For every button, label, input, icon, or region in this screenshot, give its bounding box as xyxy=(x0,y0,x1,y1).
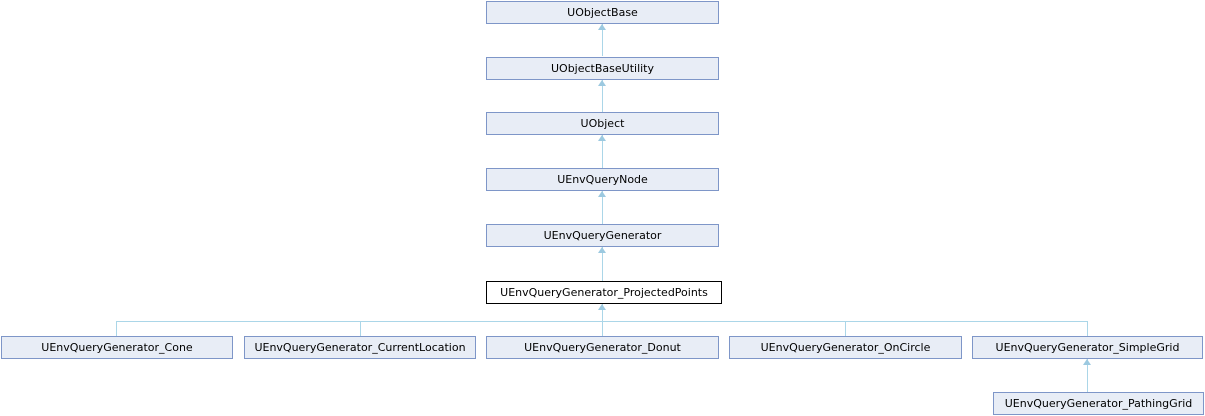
class-node-donut[interactable]: UEnvQueryGenerator_Donut xyxy=(486,336,719,359)
arrow-up-icon xyxy=(598,80,606,86)
class-node-projectedpoints-current: UEnvQueryGenerator_ProjectedPoints xyxy=(486,281,722,304)
arrow-up-icon xyxy=(598,191,606,197)
edge-drop-oncircle xyxy=(845,321,846,336)
edge-drop-currentlocation xyxy=(360,321,361,336)
class-node-oncircle[interactable]: UEnvQueryGenerator_OnCircle xyxy=(729,336,962,359)
edge-uobject-to-uobjectbaseutility xyxy=(602,80,603,112)
edge-drop-simplegrid xyxy=(1087,321,1088,336)
class-node-pathinggrid[interactable]: UEnvQueryGenerator_PathingGrid xyxy=(993,392,1204,415)
class-node-currentlocation[interactable]: UEnvQueryGenerator_CurrentLocation xyxy=(244,336,476,359)
edge-uenvquerynode-to-uobject xyxy=(602,135,603,168)
class-node-uenvquerynode[interactable]: UEnvQueryNode xyxy=(486,168,719,191)
arrow-up-icon xyxy=(1083,359,1091,365)
class-node-uobjectbase[interactable]: UObjectBase xyxy=(486,1,719,24)
class-node-uobject[interactable]: UObject xyxy=(486,112,719,135)
arrow-up-icon xyxy=(598,135,606,141)
edge-drop-cone xyxy=(116,321,117,336)
edge-drop-donut xyxy=(602,321,603,336)
edge-projectedpoints-to-uenvquerygenerator xyxy=(602,247,603,281)
edge-uobjectbaseutility-to-uobjectbase xyxy=(602,24,603,56)
arrow-up-icon xyxy=(598,304,606,310)
edge-children-to-projectedpoints xyxy=(602,304,603,321)
arrow-up-icon xyxy=(598,247,606,253)
class-node-uenvquerygenerator[interactable]: UEnvQueryGenerator xyxy=(486,224,719,247)
class-node-cone[interactable]: UEnvQueryGenerator_Cone xyxy=(1,336,233,359)
class-node-simplegrid[interactable]: UEnvQueryGenerator_SimpleGrid xyxy=(972,336,1203,359)
edge-uenvquerygenerator-to-uenvquerynode xyxy=(602,191,603,224)
arrow-up-icon xyxy=(598,24,606,30)
edge-pathinggrid-to-simplegrid xyxy=(1087,359,1088,392)
class-node-uobjectbaseutility[interactable]: UObjectBaseUtility xyxy=(486,57,719,80)
